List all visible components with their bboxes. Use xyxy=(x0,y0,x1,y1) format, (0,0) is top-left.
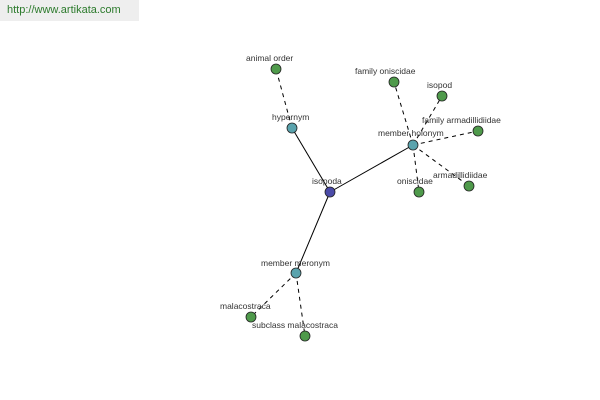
node-dot-family-armadillidiidae[interactable] xyxy=(472,125,484,137)
node-family-oniscidae[interactable]: family oniscidae xyxy=(355,66,416,88)
node-malacostraca[interactable]: malacostraca xyxy=(220,301,271,323)
node-isopoda[interactable]: isopoda xyxy=(312,176,342,198)
node-dot-oniscidae[interactable] xyxy=(413,186,425,198)
node-dot-isopoda[interactable] xyxy=(324,186,336,198)
edge-member-holonym-to-isopod xyxy=(412,95,443,146)
node-label-member-meronym: member meronym xyxy=(261,258,330,268)
node-label-member-holonym: member holonym xyxy=(378,128,444,138)
node-member-meronym[interactable]: member meronym xyxy=(261,258,330,279)
edges-layer xyxy=(250,68,479,337)
node-dot-family-oniscidae[interactable] xyxy=(388,76,400,88)
node-isopod[interactable]: isopod xyxy=(427,80,452,102)
node-label-family-armadillidiidae: family armadillidiidae xyxy=(422,115,501,125)
node-oniscidae[interactable]: oniscidae xyxy=(397,176,433,198)
nodes-layer: isopoda hypernym member holonym member mero… xyxy=(220,53,501,342)
node-armadillidiidae[interactable]: armadillidiidae xyxy=(433,170,488,192)
node-dot-isopod[interactable] xyxy=(436,90,448,102)
node-hypernym[interactable]: hypernym xyxy=(272,112,309,134)
node-label-isopoda: isopoda xyxy=(312,176,342,186)
node-label-isopod: isopod xyxy=(427,80,452,90)
node-label-oniscidae: oniscidae xyxy=(397,176,433,186)
edge-member-holonym-to-armadillidiidae xyxy=(412,144,470,187)
edge-isopoda-to-hypernym xyxy=(291,127,331,193)
node-label-subclass-malacostraca: subclass malacostraca xyxy=(252,320,338,330)
edge-member-holonym-to-family-oniscidae xyxy=(393,81,414,146)
edge-hypernym-to-animal-order xyxy=(275,68,293,129)
node-label-hypernym: hypernym xyxy=(272,112,309,122)
node-subclass-malacostraca[interactable]: subclass malacostraca xyxy=(252,320,338,342)
edge-member-meronym-to-malacostraca xyxy=(250,272,297,318)
node-label-animal-order: animal order xyxy=(246,53,293,63)
node-label-malacostraca: malacostraca xyxy=(220,301,271,311)
node-dot-animal-order[interactable] xyxy=(270,63,282,75)
node-dot-member-meronym[interactable] xyxy=(290,267,302,279)
edge-isopoda-to-member-holonym xyxy=(329,144,414,193)
site-link[interactable]: http://www.artikata.com xyxy=(7,4,121,16)
node-dot-hypernym[interactable] xyxy=(286,122,298,134)
node-dot-malacostraca[interactable] xyxy=(245,311,257,323)
edge-member-holonym-to-family-armadillidiidae xyxy=(412,130,479,146)
node-family-armadillidiidae[interactable]: family armadillidiidae xyxy=(422,115,501,137)
node-dot-member-holonym[interactable] xyxy=(407,139,419,151)
site-banner: http://www.artikata.com xyxy=(0,0,139,21)
node-animal-order[interactable]: animal order xyxy=(246,53,293,75)
node-dot-subclass-malacostraca[interactable] xyxy=(299,330,311,342)
edge-member-meronym-to-subclass-malacostraca xyxy=(295,272,306,337)
node-dot-armadillidiidae[interactable] xyxy=(463,180,475,192)
node-member-holonym[interactable]: member holonym xyxy=(378,128,444,151)
edge-isopoda-to-member-meronym xyxy=(295,191,331,274)
node-label-armadillidiidae: armadillidiidae xyxy=(433,170,488,180)
node-label-family-oniscidae: family oniscidae xyxy=(355,66,416,76)
